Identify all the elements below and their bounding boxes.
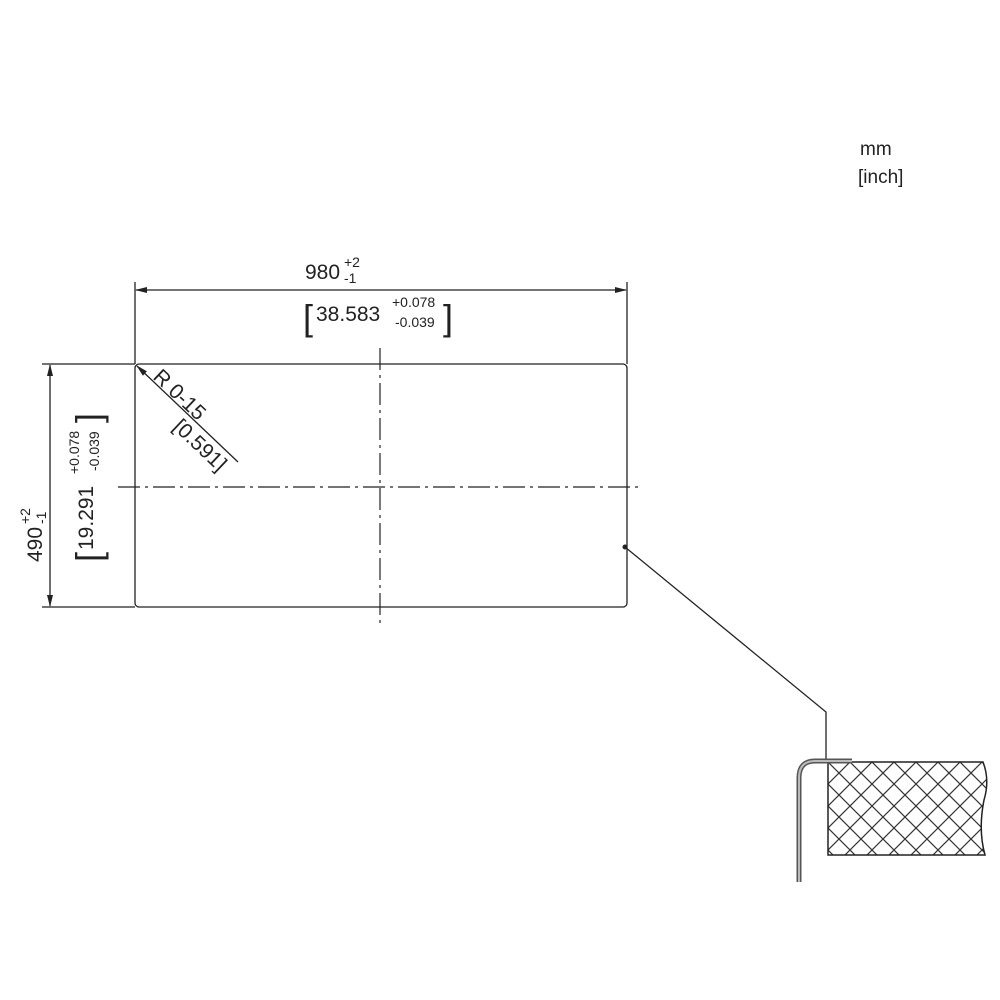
width-inch-value: 38.583	[316, 303, 380, 326]
width-tol-plus: +2	[344, 254, 360, 270]
width-value: 980	[305, 261, 340, 284]
width-tol-minus: -1	[344, 270, 357, 286]
sink-flange-inner	[798, 760, 852, 882]
bracket-open: [	[303, 297, 313, 338]
height-tol-plus: +2	[17, 508, 33, 524]
width-dimension: 980 +2 -1 [ 38.583 +0.078 -0.039 ]	[134, 254, 628, 364]
height-inch-tol-plus: +0.078	[66, 431, 82, 474]
height-dimension: 490 +2 -1 [ 19.291 +0.078 -0.039 ]	[17, 363, 135, 608]
width-inch-tol-plus: +0.078	[392, 294, 435, 310]
height-value: 490	[24, 527, 47, 562]
bracket-open: [	[68, 552, 109, 562]
unit-secondary-label: [inch]	[858, 167, 903, 188]
cutout-outline	[134, 363, 628, 608]
radius-value: R 0-15	[149, 365, 211, 425]
height-tol-minus: -1	[33, 511, 49, 524]
detail-leader-line	[624, 546, 827, 762]
height-inch-value: 19.291	[75, 486, 98, 550]
section-detail	[796, 758, 988, 882]
radius-inch-value: [0.591]	[169, 415, 231, 476]
bracket-close: ]	[443, 297, 453, 338]
bracket-close: ]	[68, 413, 109, 423]
height-inch-tol-minus: -0.039	[86, 431, 102, 471]
corner-radius-callout: R 0-15 [0.591]	[136, 365, 239, 476]
width-inch-tol-minus: -0.039	[395, 314, 435, 330]
worktop-section	[827, 761, 988, 856]
unit-primary-label: mm	[860, 139, 892, 160]
